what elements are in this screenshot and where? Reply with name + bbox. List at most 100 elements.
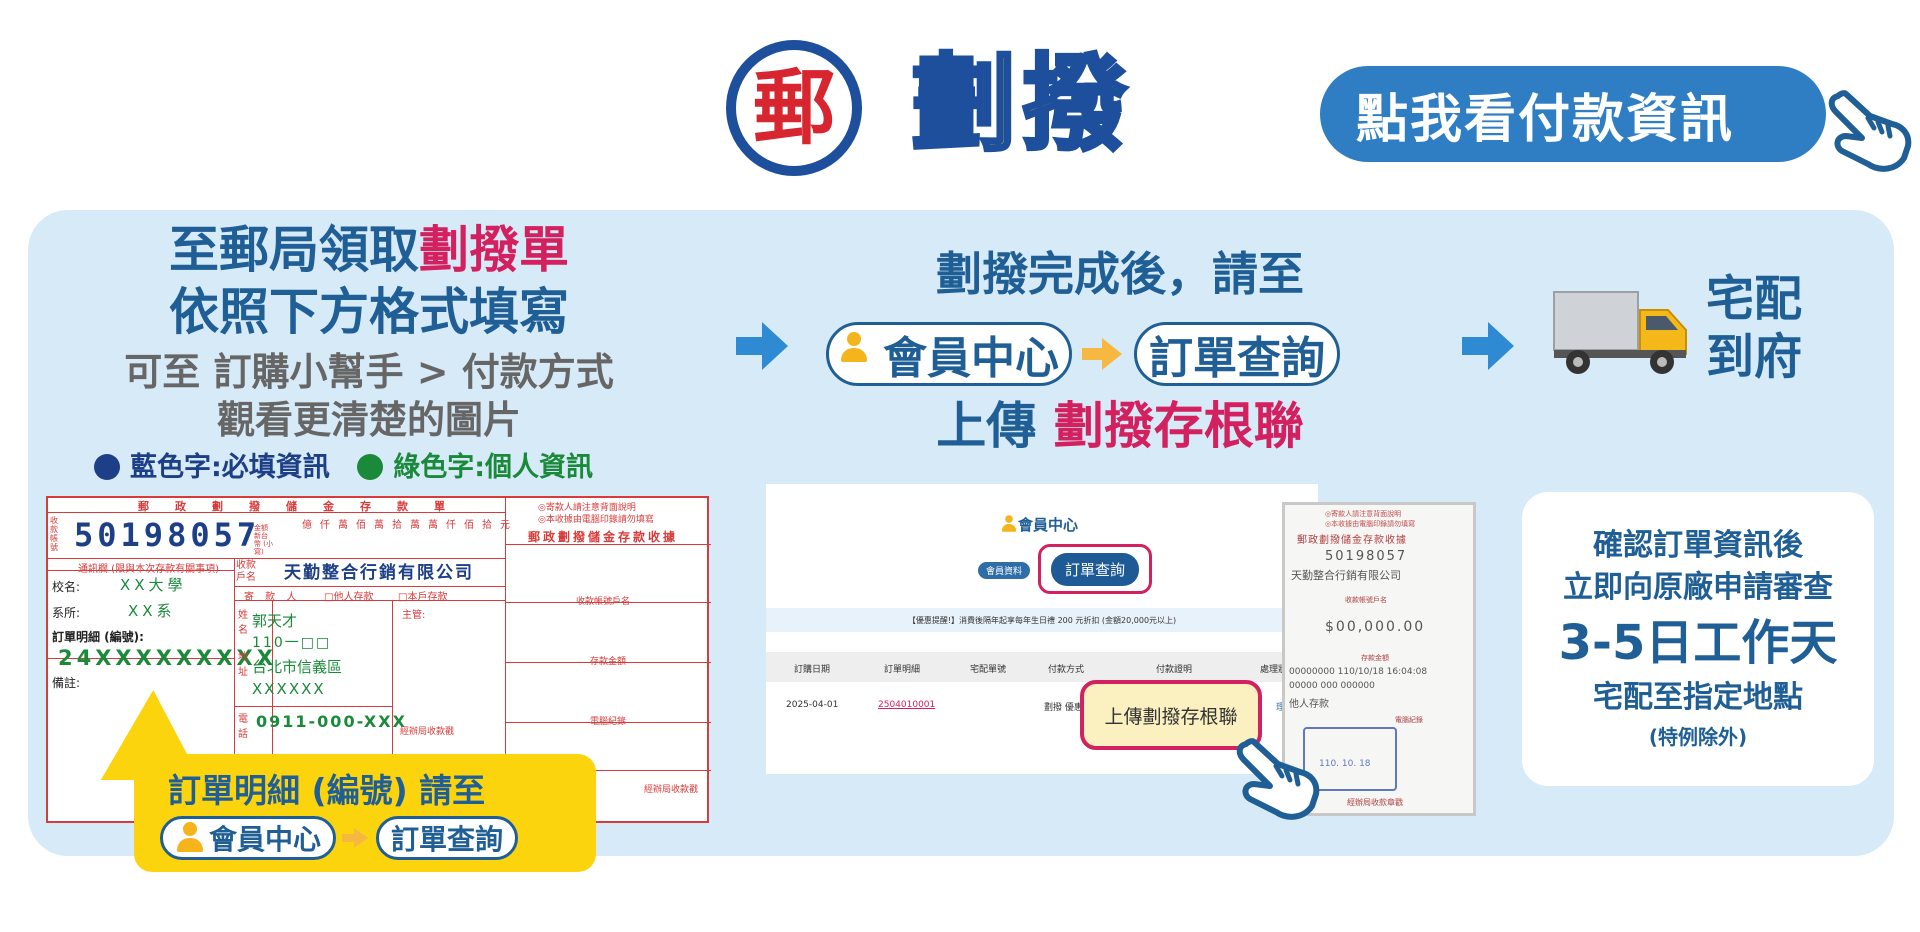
self-deposit-label: □本戶存款 — [398, 592, 448, 603]
receipt-title: 郵政劃撥儲金存款收據 — [1297, 535, 1407, 546]
step2-member-label: 會員中心 — [883, 333, 1059, 384]
receipt-label1: 收款帳號戶名 — [1345, 596, 1387, 604]
right-title: 郵政劃撥儲金存款收據 — [528, 530, 679, 544]
receipt-account: 50198057 — [1325, 549, 1408, 564]
right-row2: 存款金額 — [590, 657, 627, 667]
step3-line1: 宅配 — [1706, 271, 1803, 327]
post-office-logo: 郵 — [726, 40, 862, 176]
account-number: 50198057 — [74, 516, 261, 554]
arrow-right-icon — [1082, 338, 1124, 370]
school-value: XX大學 — [120, 576, 187, 594]
step1-line4: 觀看更清楚的圖片 — [216, 398, 521, 442]
step-arrow-1-icon — [736, 322, 788, 370]
shot-col-proof: 付款證明 — [1156, 665, 1193, 675]
step2-line3-highlight: 劃撥存根聯 — [1053, 397, 1304, 455]
right-row3: 電腦紀錄 — [590, 717, 627, 727]
step2-orders-label: 訂單查詢 — [1149, 333, 1325, 384]
handler-label: 經辦局收款戳 — [400, 727, 455, 737]
receipt-stub-image: ◎寄款人請注意背面說明 ◎本收據由電腦印錄請勿填寫 郵政劃撥儲金存款收據 501… — [1282, 502, 1476, 816]
step2-path: 會員中心 訂單查詢 — [826, 322, 1340, 386]
arrow-right-icon — [342, 828, 370, 848]
person-icon — [1001, 515, 1018, 533]
shot-row-date: 2025-04-01 — [786, 700, 839, 710]
dept-label: 系所: — [52, 606, 81, 620]
shot-title: 會員中心 — [994, 508, 1078, 540]
step1-line3: 可至 訂購小幫手 > 付款方式 — [124, 350, 614, 394]
shot-col-method: 付款方式 — [1048, 665, 1085, 675]
payee-label: 收款戶名 — [236, 560, 256, 583]
shot-notice: 【優惠提醒!】消費後隔年起享每年生日禮 200 元折扣 (金額20,000元以上… — [766, 608, 1318, 632]
step3-line2: 到府 — [1706, 329, 1803, 385]
school-label: 校名: — [52, 580, 81, 594]
name-label: 姓名 — [238, 610, 248, 636]
shot-col-date: 訂購日期 — [794, 665, 831, 675]
green-dot-icon — [357, 454, 384, 480]
depositor-name: 郭天才 — [252, 612, 298, 630]
step1-line2: 依照下方格式填寫 — [169, 283, 569, 341]
legend-green: 綠色字:個人資訊 — [393, 452, 594, 483]
form-header: 郵政劃撥儲金存款單 — [138, 500, 471, 513]
shot-tab-info[interactable]: 會員資料 — [978, 562, 1031, 579]
step1-line1-highlight: 劃撥單 — [419, 221, 569, 279]
zip-code: 110一□□ — [252, 635, 332, 651]
order-number: 24XXXXXXXXX — [58, 646, 277, 670]
callout-text: 訂單明細 (編號) 請至 — [168, 771, 486, 810]
step1-line1-prefix: 至郵局領取 — [169, 221, 419, 279]
upload-receipt-button[interactable]: 上傳劃撥存根聯 — [1080, 680, 1262, 750]
address-line1: 台北市信義區 — [252, 658, 343, 676]
receipt-record1: 00000000 110/10/18 16:04:08 — [1289, 667, 1428, 677]
step3-label: 宅配 到府 — [1706, 270, 1802, 386]
depositor-label: 寄 款 人 — [244, 592, 301, 603]
remark-label: 備註: — [52, 676, 81, 690]
amount-label: 金額 新台幣 (小寫) — [254, 524, 273, 556]
person-icon — [175, 822, 205, 854]
step2-member-pill: 會員中心 — [826, 322, 1072, 386]
shot-tab-orders[interactable]: 訂單查詢 — [1050, 552, 1139, 586]
amount-units: 億仟萬佰萬拾萬萬仟佰拾元 — [302, 520, 518, 531]
callout-orders-pill: 訂單查詢 — [376, 816, 519, 860]
dept-value: XX系 — [128, 602, 176, 620]
receipt-record3: 他人存款 — [1289, 699, 1329, 710]
receipt-amount: $00,000.00 — [1325, 619, 1426, 635]
receipt-label3: 電腦紀錄 — [1395, 716, 1423, 724]
supervisor-label: 主管: — [402, 610, 426, 621]
review-info-card: 確認訂單資訊後 立即向原廠申請審查 3-5日工作天 宅配至指定地點 (特例除外) — [1522, 492, 1874, 786]
blue-dot-icon — [94, 454, 120, 480]
step2-orders-pill: 訂單查詢 — [1134, 322, 1340, 386]
color-legend: 藍色字:必填資訊 綠色字:個人資訊 — [94, 450, 593, 486]
delivery-truck-icon — [1553, 291, 1687, 374]
step-arrow-2-icon — [1462, 322, 1514, 370]
info-line5: (特例除外) — [1648, 725, 1748, 749]
info-line4: 宅配至指定地點 — [1593, 680, 1803, 715]
remittance-form: 郵政劃撥儲金存款單 億仟萬佰萬拾萬萬仟佰拾元 收款帳號 50198057 金額 … — [46, 496, 711, 828]
other-deposit-label: □他人存款 — [324, 592, 374, 603]
right-note1: ◎寄款人請注意背面說明 — [538, 503, 636, 513]
receipt-label2: 存款金額 — [1361, 654, 1389, 662]
address-label: 地址 — [238, 652, 248, 678]
post-logo-glyph: 郵 — [752, 60, 835, 156]
callout-member-pill: 會員中心 — [160, 816, 337, 860]
right-row1: 收款帳號戶名 — [576, 597, 631, 607]
callout-member-label: 會員中心 — [209, 823, 322, 856]
receipt-stamp: 110. 10. 18 — [1303, 727, 1397, 791]
notice-label: 通訊欄 (限與本次存款有關事項) — [78, 564, 219, 575]
address-line2: XXXXXX — [252, 680, 326, 698]
shot-col-status: 處理狀 — [1260, 665, 1288, 675]
receipt-footer: 經辦局收款章戳 — [1347, 798, 1403, 807]
order-label: 訂單明細 (編號): — [52, 630, 144, 644]
phone-label: 電話 — [238, 714, 248, 740]
receipt-note1: ◎寄款人請注意背面說明 — [1325, 510, 1402, 518]
payment-info-button[interactable]: 點我看付款資訊 — [1320, 66, 1826, 162]
payee-name: 天勤整合行銷有限公司 — [284, 563, 474, 583]
receipt-note2: ◎本收據由電腦印錄請勿填寫 — [1325, 520, 1416, 528]
phone-number: 0911-000-XXX — [256, 712, 407, 731]
step2-line3: 上傳 劃撥存根聯 — [800, 396, 1440, 456]
receipt-payee: 天勤整合行銷有限公司 — [1291, 569, 1401, 582]
shot-row-order-link[interactable]: 2504010001 — [878, 700, 936, 710]
account-label: 收款帳號 — [50, 516, 58, 552]
person-icon — [839, 332, 879, 376]
info-line3: 3-5日工作天 — [1558, 615, 1838, 671]
pointing-hand-icon — [1236, 738, 1320, 820]
info-line2: 立即向原廠申請審查 — [1563, 570, 1833, 605]
shot-col-order: 訂單明細 — [884, 665, 921, 675]
